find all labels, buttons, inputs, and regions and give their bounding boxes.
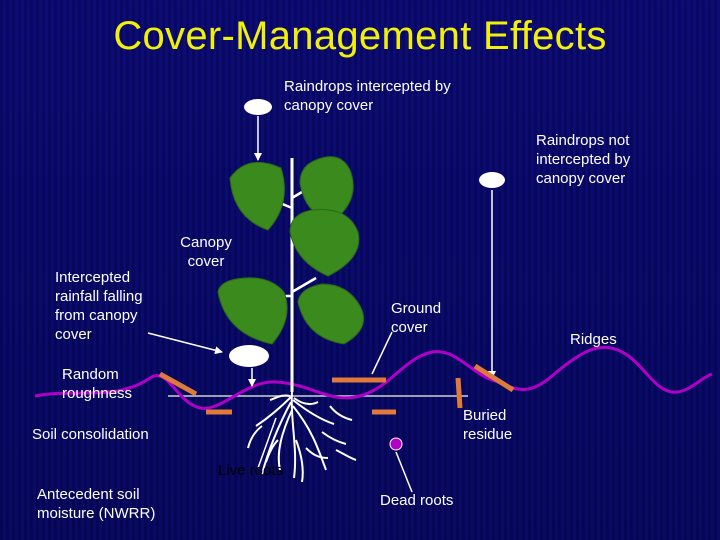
raindrops-not-intercepted-label: Raindrops not intercepted by canopy cove…: [536, 132, 631, 187]
slide-title: Cover-Management Effects: [113, 14, 607, 58]
random-roughness-label: Random roughness: [62, 366, 133, 402]
dead-roots-label: Dead roots: [380, 492, 454, 509]
dead-roots-pointer: [395, 451, 413, 493]
leaf: [297, 283, 364, 345]
ridges-label: Ridges: [570, 331, 617, 348]
leaf: [217, 277, 288, 345]
raindrop-not-intercepted: [479, 172, 505, 188]
leaf: [289, 208, 360, 277]
buried-residue-label: Buried residue: [463, 407, 513, 443]
live-roots: [247, 391, 357, 483]
surface-residue: [455, 377, 463, 409]
raindrop-intercepted: [244, 99, 272, 115]
leaf: [229, 161, 285, 231]
intercepted-rainfall-pointer: [147, 332, 223, 355]
soil-surface-line: [34, 345, 713, 410]
leaf-stalk: [291, 276, 317, 294]
ground-cover-pointer: [371, 331, 393, 375]
live-roots-label: Live roots: [218, 462, 284, 479]
ground-cover-label: Ground cover: [391, 300, 442, 336]
raindrops-intercepted-label: Raindrops intercepted by canopy cover: [284, 78, 451, 114]
antecedent-soil-moisture-label: Antecedent soil moisture (NWRR): [37, 486, 156, 522]
canopy-cover-label: Canopy cover: [180, 234, 232, 270]
dead-root: [389, 437, 403, 451]
surface-residue: [473, 363, 515, 393]
leaf: [299, 156, 354, 218]
live-roots-pointer: [257, 417, 277, 469]
surface-residue: [158, 371, 198, 397]
soil-consolidation-label: Soil consolidation: [32, 426, 149, 443]
raindrop-from-canopy: [229, 345, 269, 367]
intercepted-rainfall-label: Intercepted rainfall falling from canopy…: [55, 269, 143, 343]
